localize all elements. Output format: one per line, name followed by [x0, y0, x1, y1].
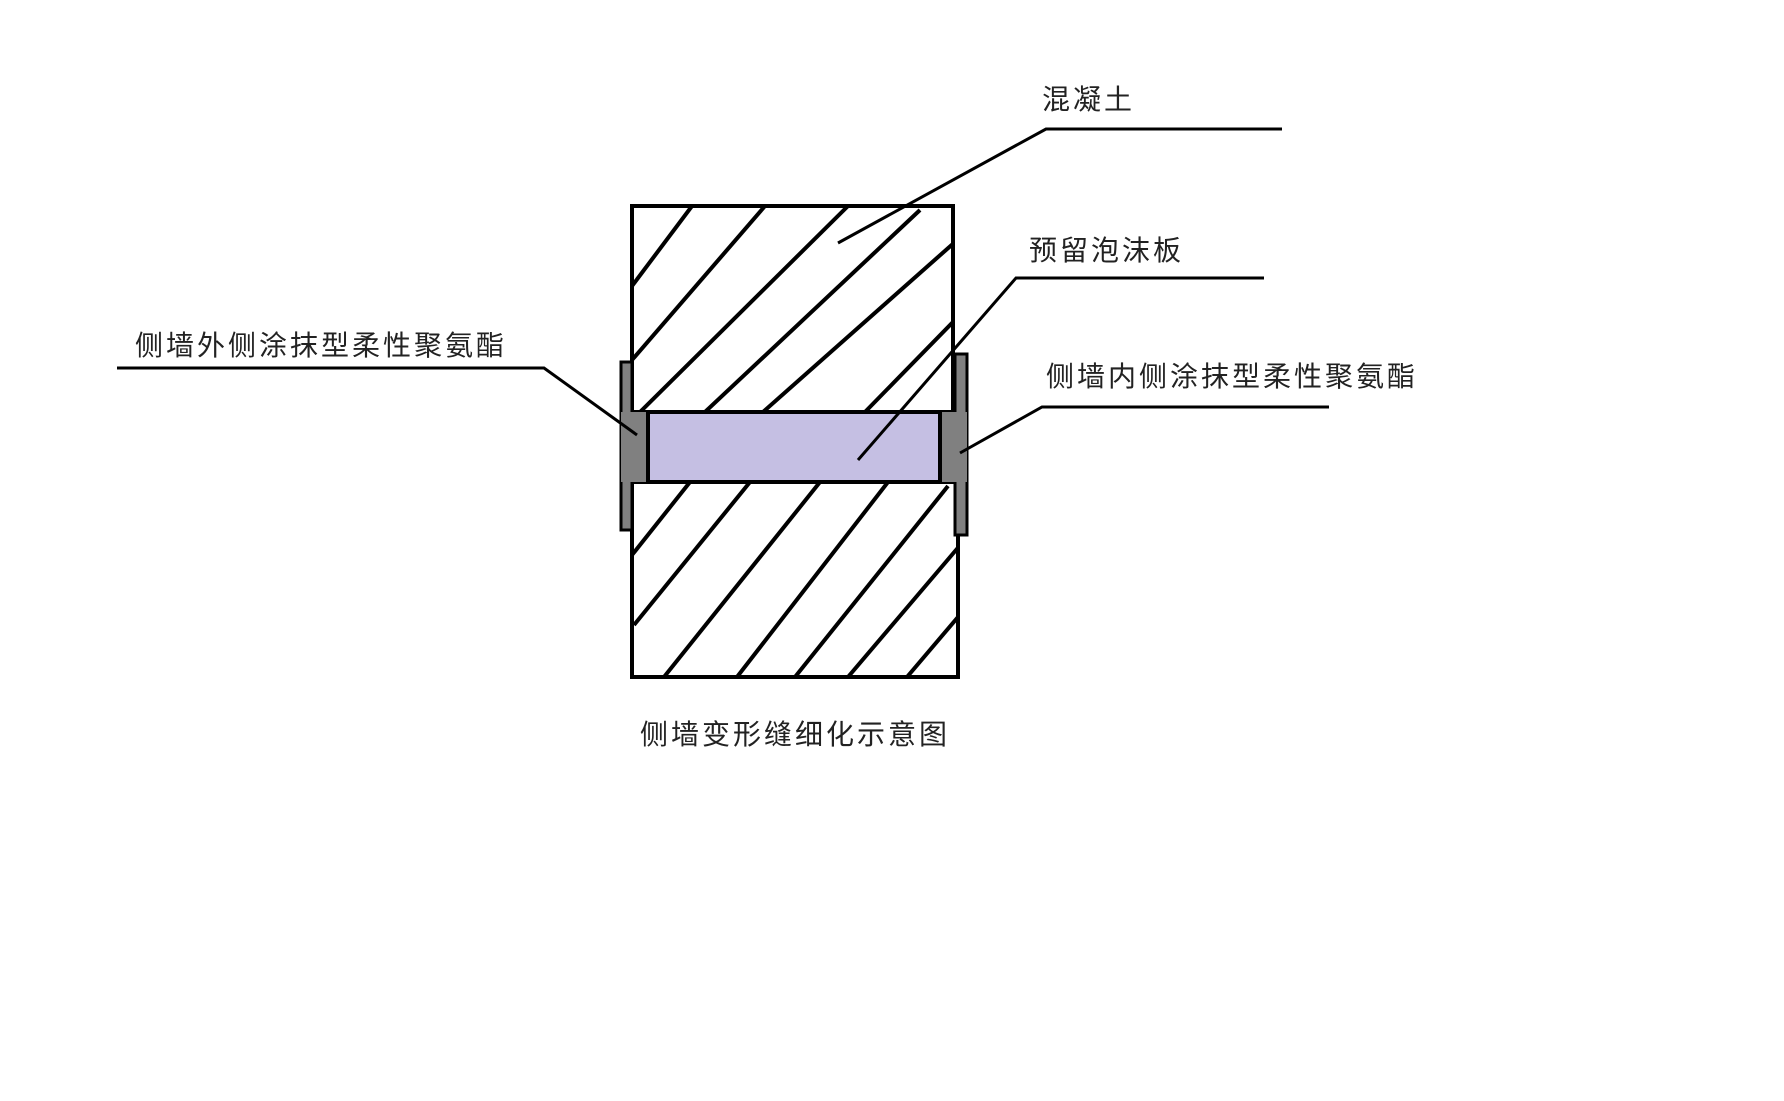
inner-coating-label: 侧墙内侧涂抹型柔性聚氨酯: [1046, 360, 1419, 393]
concrete-hatching: [632, 206, 953, 412]
concrete-hatching: [632, 482, 958, 677]
concrete-label: 混凝土: [1042, 83, 1136, 116]
outer-coating: [619, 360, 648, 532]
upper-concrete-block: [630, 204, 955, 414]
diagram-caption: 侧墙变形缝细化示意图: [640, 718, 951, 751]
foam-board: [646, 410, 942, 484]
foam-board-label: 预留泡沫板: [1029, 234, 1185, 267]
concrete-leader-line: [837, 127, 1282, 245]
foam-leader-line: [856, 276, 1264, 461]
lower-concrete-block: [630, 480, 960, 679]
outer-coating-label: 侧墙外侧涂抹型柔性聚氨酯: [135, 329, 508, 362]
outer-coating-leader-line: [117, 366, 638, 437]
inner-coating-leader-line: [959, 405, 1329, 455]
inner-coating: [940, 352, 969, 537]
